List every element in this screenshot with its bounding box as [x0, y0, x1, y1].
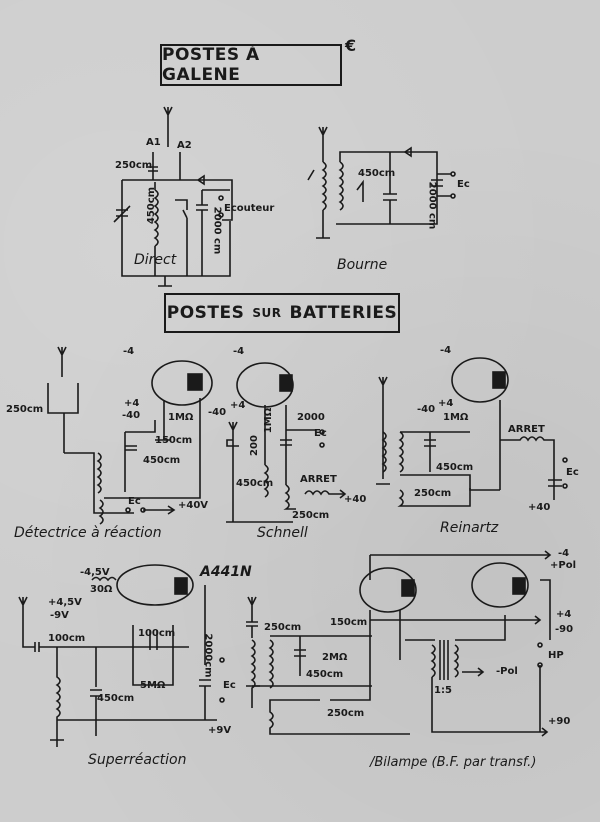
label-plus-40: +40 — [344, 494, 367, 505]
label-plus-4: +4 — [124, 398, 140, 409]
label-minus-4: -4 — [233, 346, 245, 357]
label-plus-9v: +9V — [208, 725, 232, 736]
label-plus-4: +4 — [438, 398, 454, 409]
label-2000cm: 2000 cm — [211, 206, 223, 255]
caption-direct: Direct — [134, 252, 177, 268]
antenna-icon — [163, 106, 173, 147]
circuit-detectrice — [47, 346, 213, 525]
caption-schnell: Schnell — [257, 525, 308, 541]
label-250cm: 250cm — [414, 488, 452, 499]
label-minus-4: -4 — [558, 548, 570, 559]
wires — [121, 152, 233, 277]
section-title-galene-text: POSTES À GALENE — [162, 45, 260, 85]
label-450cm: 450cm — [236, 478, 274, 489]
label-150cm: 150cm — [155, 435, 193, 446]
label-ec: Ec — [314, 428, 327, 439]
label-minus-40: -40 — [417, 404, 436, 415]
label-minus-4: -4 — [440, 345, 452, 356]
label-a1: A1 — [146, 137, 161, 148]
label-plus-4: +4 — [556, 609, 572, 620]
label-250cm: 250cm — [6, 404, 44, 415]
label-450cm: 450cm — [358, 168, 396, 179]
label-250cm: 250cm — [115, 160, 153, 171]
label-minus-40: -40 — [122, 410, 141, 421]
caption-detectrice: Détectrice à réaction — [14, 525, 162, 541]
label-minus-90: -90 — [555, 624, 574, 635]
label-450cm: 450cm — [436, 462, 474, 473]
variable-capacitor-icon — [113, 205, 131, 223]
label-250cm-b: 250cm — [327, 708, 365, 719]
label-200: 200 — [248, 435, 260, 456]
label-plus-90: +90 — [548, 716, 571, 727]
label-ec: Ec — [128, 496, 141, 507]
label-450cm: 450cm — [306, 669, 344, 680]
label-100cm: 100cm — [48, 633, 86, 644]
label-tube-a441n: A441N — [200, 564, 252, 580]
label-ecouteur: Ecouteur — [224, 203, 275, 214]
section-title-batteries: POSTES SUR BATTERIES — [164, 293, 400, 333]
circuit-direct — [113, 106, 233, 287]
label-250cm: 250cm — [264, 622, 302, 633]
label-arret: ARRET — [508, 424, 545, 435]
label-plus-4: +4 — [230, 400, 246, 411]
label-2mohm: 2MΩ — [322, 652, 348, 663]
capacitor-2000 — [196, 189, 230, 276]
caption-superreaction: Superréaction — [88, 752, 187, 768]
label-450cm: 450cm — [143, 455, 181, 466]
caption-bilampe: /Bilampe (B.F. par transf.) — [370, 755, 537, 770]
label-plus-40: +40 — [528, 502, 551, 513]
label-minus-9v: -9V — [50, 610, 69, 621]
label-1mohm: 1MΩ — [263, 407, 275, 434]
title-word-sur: SUR — [252, 306, 282, 320]
circuit-superreaction — [18, 564, 225, 747]
label-450cm: 450cm — [97, 693, 135, 704]
label-arret: ARRET — [300, 474, 337, 485]
label-2000: 2000 — [297, 412, 325, 423]
label-minus-4-5v: -4,5V — [80, 567, 110, 578]
caption-reinartz: Reinartz — [440, 520, 499, 536]
coil-icon — [153, 182, 159, 276]
label-ratio: 1:5 — [434, 685, 452, 696]
label-minus-4: -4 — [123, 346, 135, 357]
label-30ohm: 30Ω — [90, 584, 113, 595]
label-5mohm: 5MΩ — [140, 680, 166, 691]
circuit-bourne — [307, 126, 456, 239]
circuit-reinartz — [376, 357, 568, 507]
margin-mark: € — [345, 36, 357, 55]
label-minus-40: -40 — [208, 407, 227, 418]
label-ec: Ec — [566, 467, 579, 478]
label-hp: HP — [548, 650, 564, 661]
label-250cm: 250cm — [292, 510, 330, 521]
title-word-batteries: BATTERIES — [289, 303, 398, 323]
circuit-schnell — [226, 362, 347, 523]
caption-bourne: Bourne — [337, 257, 388, 273]
label-plus-pol: +Pol — [550, 560, 577, 571]
circuit-bilampe — [246, 550, 552, 737]
label-ec: Ec — [223, 680, 236, 691]
label-2000cm: 2000 cm — [426, 181, 438, 230]
label-1mohm: 1MΩ — [168, 412, 194, 423]
label-minus-pol: -Pol — [496, 666, 518, 677]
label-plus-40v: +40V — [178, 500, 209, 511]
label-150cm: 150cm — [330, 617, 368, 628]
label-1mohm: 1MΩ — [443, 412, 469, 423]
label-plus-4-5v: +4,5V — [48, 597, 82, 608]
label-a2: A2 — [177, 140, 192, 151]
switch-icon — [175, 199, 188, 276]
label-2000cm: 2000cm — [202, 633, 214, 678]
title-word-postes: POSTES — [166, 303, 245, 323]
section-title-galene: POSTES À GALENE — [160, 44, 342, 86]
label-100cm-b: 100cm — [138, 628, 176, 639]
tube-icon — [151, 360, 213, 406]
label-450cm: 450cm — [146, 186, 158, 225]
ground-icon — [158, 276, 172, 287]
label-ec: Ec — [457, 179, 470, 190]
